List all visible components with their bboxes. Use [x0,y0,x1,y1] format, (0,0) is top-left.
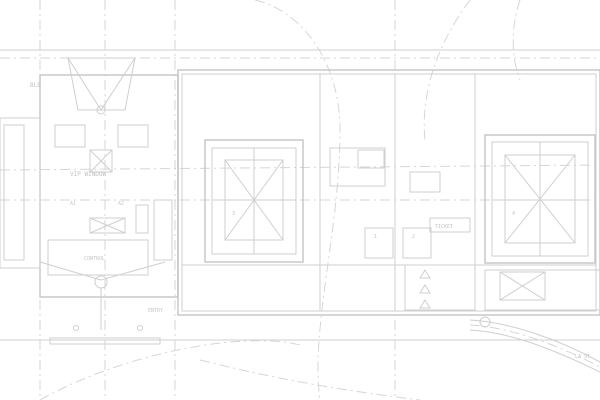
ticket-booth-label: TICKET [435,224,453,230]
stage-right [484,134,596,264]
room-tag-2: 2 [412,234,415,240]
street-label: LA ST [575,354,590,360]
sheet-ref-label: BLB [30,82,41,89]
room-tag-1: 1 [374,234,377,240]
room-tag-3: 3 [232,211,235,217]
right-area-label: A2 [118,201,124,207]
entry-label: ENTRY [148,308,163,314]
center-fixtures [329,147,476,311]
room-tag-4: 4 [512,211,515,217]
control-room-label: CONTROL [84,256,105,262]
stage-left [204,139,304,263]
vip-window-label: VIP WINDOW [70,171,107,178]
main-hall [177,69,600,316]
drawing-labels: BLB VIP WINDOW A1 A2 CONTROL 1 2 3 4 TIC… [30,82,590,360]
left-wing [0,57,179,345]
left-area-label: A1 [70,201,76,207]
lower-right-area [484,269,600,311]
road [469,316,600,373]
